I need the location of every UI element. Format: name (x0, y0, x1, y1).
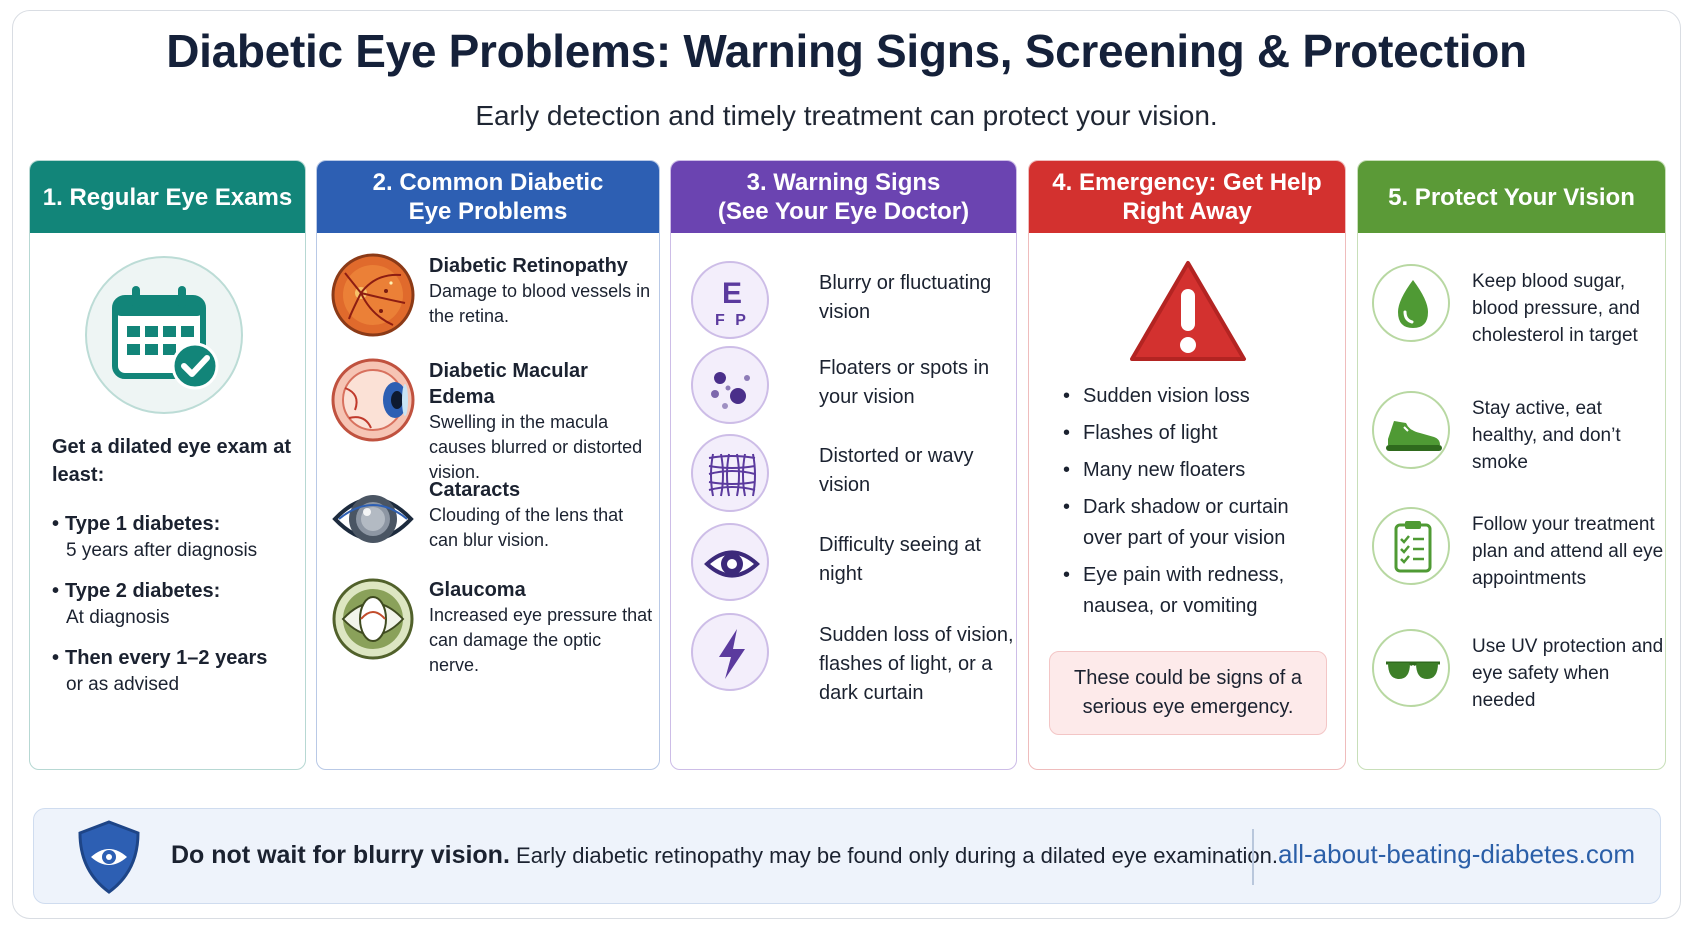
problem-description: Swelling in the macula causes blurred or… (429, 412, 643, 482)
eye-shield-icon (76, 819, 142, 895)
protect-uv: Use UV protection and eye safety when ne… (1372, 629, 1663, 719)
problem-name: Cataracts (429, 479, 521, 501)
protect-treatment-plan: Follow your treatment plan and attend al… (1372, 507, 1663, 597)
lightning-icon (691, 613, 769, 691)
list-item: Flashes of light (1061, 418, 1331, 449)
problem-name: Diabetic Retinopathy (429, 255, 628, 277)
eye-cross-section-icon (331, 358, 415, 442)
svg-text:E: E (722, 277, 742, 310)
bottom-banner: Do not wait for blurry vision. Early dia… (33, 808, 1661, 904)
svg-text:F P: F P (715, 312, 749, 329)
column-emergency: 4. Emergency: Get Help Right Away Sudden… (1028, 160, 1346, 770)
eye-icon (691, 523, 769, 601)
column-regular-eye-exams: 1. Regular Eye Exams Get a dilated eye e… (29, 160, 306, 770)
protect-blood-sugar: Keep blood sugar, blood pressure, and ch… (1372, 264, 1662, 354)
protect-lifestyle: Stay active, eat healthy, and don’t smok… (1372, 391, 1662, 481)
column-heading-warning: 3. Warning Signs (See Your Eye Doctor) (671, 161, 1016, 233)
emergency-note: These could be signs of a serious eye em… (1049, 651, 1327, 735)
list-item: Many new floaters (1061, 455, 1331, 486)
warning-text: Distorted or wavy vision (819, 445, 974, 496)
protect-text: Stay active, eat healthy, and don’t smok… (1472, 398, 1621, 473)
column-heading-exams: 1. Regular Eye Exams (30, 161, 305, 233)
column-protect-vision: 5. Protect Your Vision Keep blood sugar,… (1357, 160, 1666, 770)
warning-text: Sudden loss of vision, flashes of light,… (819, 624, 1014, 704)
problem-retinopathy: Diabetic Retinopathy Damage to blood ves… (331, 253, 651, 353)
warning-night-vision: Difficulty seeing at night (691, 523, 1011, 603)
warning-blurry-vision: E F P Blurry or fluctuating vision (691, 261, 1011, 341)
eye-chart-icon: E F P (691, 261, 769, 339)
warning-text: Floaters or spots in your vision (819, 357, 990, 408)
column-heading-problems: 2. Common Diabetic Eye Problems (317, 161, 659, 233)
exam-item-detail: 5 years after diagnosis (66, 540, 258, 561)
list-item: Then every 1–2 years or as advised (52, 645, 302, 698)
warning-text: Blurry or fluctuating vision (819, 272, 992, 323)
problem-description: Clouding of the lens that can blur visio… (429, 505, 624, 550)
blood-drop-icon (1372, 264, 1450, 342)
protect-text: Use UV protection and eye safety when ne… (1472, 636, 1664, 711)
problem-cataracts: Cataracts Clouding of the lens that can … (331, 477, 651, 577)
checklist-icon (1372, 507, 1450, 585)
banner-message: Do not wait for blurry vision. Early dia… (171, 841, 1278, 870)
exam-item-detail: At diagnosis (66, 607, 170, 628)
list-item: Sudden vision loss (1061, 381, 1331, 412)
problem-description: Increased eye pressure that can damage t… (429, 605, 653, 675)
website-link[interactable]: all-about-beating-diabetes.com (1278, 839, 1635, 869)
warning-triangle-icon (1128, 259, 1248, 364)
column-common-eye-problems: 2. Common Diabetic Eye Problems Diabetic… (316, 160, 660, 770)
glaucoma-eye-icon (331, 577, 415, 661)
problem-description: Damage to blood vessels in the retina. (429, 281, 651, 326)
floaters-icon (691, 346, 769, 424)
retina-icon (331, 253, 415, 337)
exam-item-detail: or as advised (66, 674, 180, 695)
exam-schedule-list: Type 1 diabetes: 5 years after diagnosis… (52, 511, 302, 712)
warning-floaters: Floaters or spots in your vision (691, 346, 1011, 426)
warning-distorted-vision: Distorted or wavy vision (691, 434, 1011, 514)
page-subtitle: Early detection and timely treatment can… (475, 100, 1218, 131)
exam-item-label: Then every 1–2 years (52, 645, 302, 672)
list-item: Type 2 diabetes: At diagnosis (52, 578, 302, 631)
column-heading-emergency: 4. Emergency: Get Help Right Away (1029, 161, 1345, 233)
problem-glaucoma: Glaucoma Increased eye pressure that can… (331, 577, 653, 677)
problem-name: Glaucoma (429, 579, 526, 601)
list-item: Dark shadow or curtain over part of your… (1061, 492, 1331, 554)
banner-divider (1252, 829, 1254, 885)
sneaker-icon (1372, 391, 1450, 469)
protect-text: Keep blood sugar, blood pressure, and ch… (1472, 271, 1640, 346)
column-heading-protect: 5. Protect Your Vision (1358, 161, 1665, 233)
list-item: Type 1 diabetes: 5 years after diagnosis (52, 511, 302, 564)
exam-item-label: Type 1 diabetes: (52, 511, 302, 538)
problem-macular-edema: Diabetic Macular Edema Swelling in the m… (331, 358, 651, 482)
column-warning-signs: 3. Warning Signs (See Your Eye Doctor) E… (670, 160, 1017, 770)
banner-emphasis: Do not wait for blurry vision. (171, 841, 510, 869)
warning-sudden-loss: Sudden loss of vision, flashes of light,… (691, 613, 1014, 704)
protect-text: Follow your treatment plan and attend al… (1472, 514, 1664, 589)
warning-text: Difficulty seeing at night (819, 534, 981, 585)
list-item: Eye pain with redness, nausea, or vomiti… (1061, 560, 1331, 622)
page-title: Diabetic Eye Problems: Warning Signs, Sc… (166, 25, 1527, 77)
exam-item-label: Type 2 diabetes: (52, 578, 302, 605)
wavy-grid-icon (691, 434, 769, 512)
sunglasses-icon (1372, 629, 1450, 707)
problem-name: Diabetic Macular Edema (429, 360, 588, 408)
banner-detail: Early diabetic retinopathy may be found … (509, 843, 1278, 868)
exam-lead-text: Get a dilated eye exam at least: (52, 436, 292, 486)
emergency-symptom-list: Sudden vision loss Flashes of light Many… (1061, 381, 1331, 628)
cloudy-lens-eye-icon (331, 477, 415, 561)
calendar-check-icon (85, 256, 243, 414)
